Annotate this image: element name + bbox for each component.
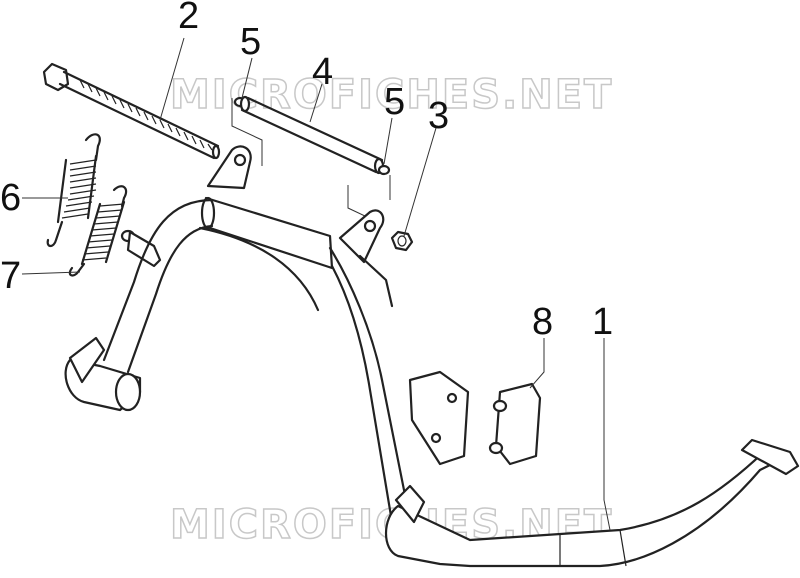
- center-stand-part-1: [64, 145, 800, 568]
- callout-8: 8: [532, 301, 553, 343]
- callout-5-lower: 5: [384, 81, 405, 123]
- nut-part-3: [390, 230, 414, 252]
- spring-part-6: [46, 133, 101, 248]
- callout-6: 6: [0, 177, 21, 219]
- bolt-part-2: [42, 62, 221, 160]
- mount-bracket: [408, 370, 470, 466]
- callout-3: 3: [428, 95, 449, 137]
- callout-1: 1: [592, 301, 613, 343]
- callout-7: 7: [0, 255, 21, 297]
- callout-2: 2: [178, 0, 199, 37]
- washer-part-5-lower: [377, 164, 391, 176]
- callout-4: 4: [312, 51, 333, 93]
- leader-lines: [21, 37, 611, 531]
- spring-part-7: [68, 185, 128, 277]
- buffer-part-8: [488, 382, 542, 466]
- callout-5-upper: 5: [240, 21, 261, 63]
